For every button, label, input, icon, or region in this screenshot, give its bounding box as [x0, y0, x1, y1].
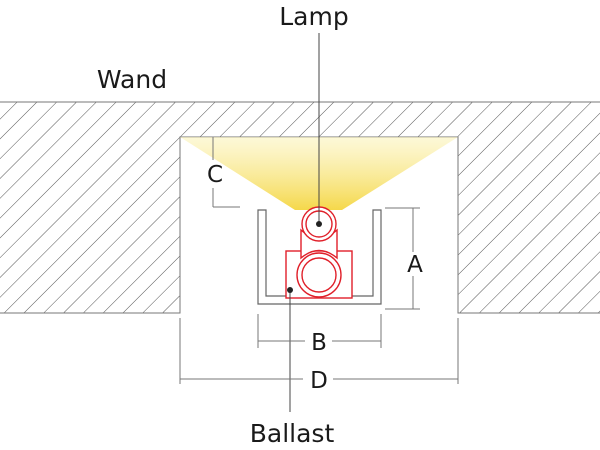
mounting-channel — [257, 209, 382, 305]
dimension-a-label: A — [407, 252, 423, 278]
wall-label: Wand — [97, 65, 167, 94]
dimension-c-label: C — [207, 162, 223, 188]
dimension-lines — [179, 137, 459, 384]
ballast — [285, 228, 353, 299]
dimension-b-label: B — [311, 330, 327, 356]
leader-lines — [289, 33, 320, 412]
lamp-leader-dot — [316, 221, 322, 227]
ballast-leader-dot — [287, 287, 293, 293]
dimension-d-label: D — [310, 368, 328, 394]
ballast-label: Ballast — [250, 419, 335, 448]
lamp-label: Lamp — [279, 2, 348, 31]
